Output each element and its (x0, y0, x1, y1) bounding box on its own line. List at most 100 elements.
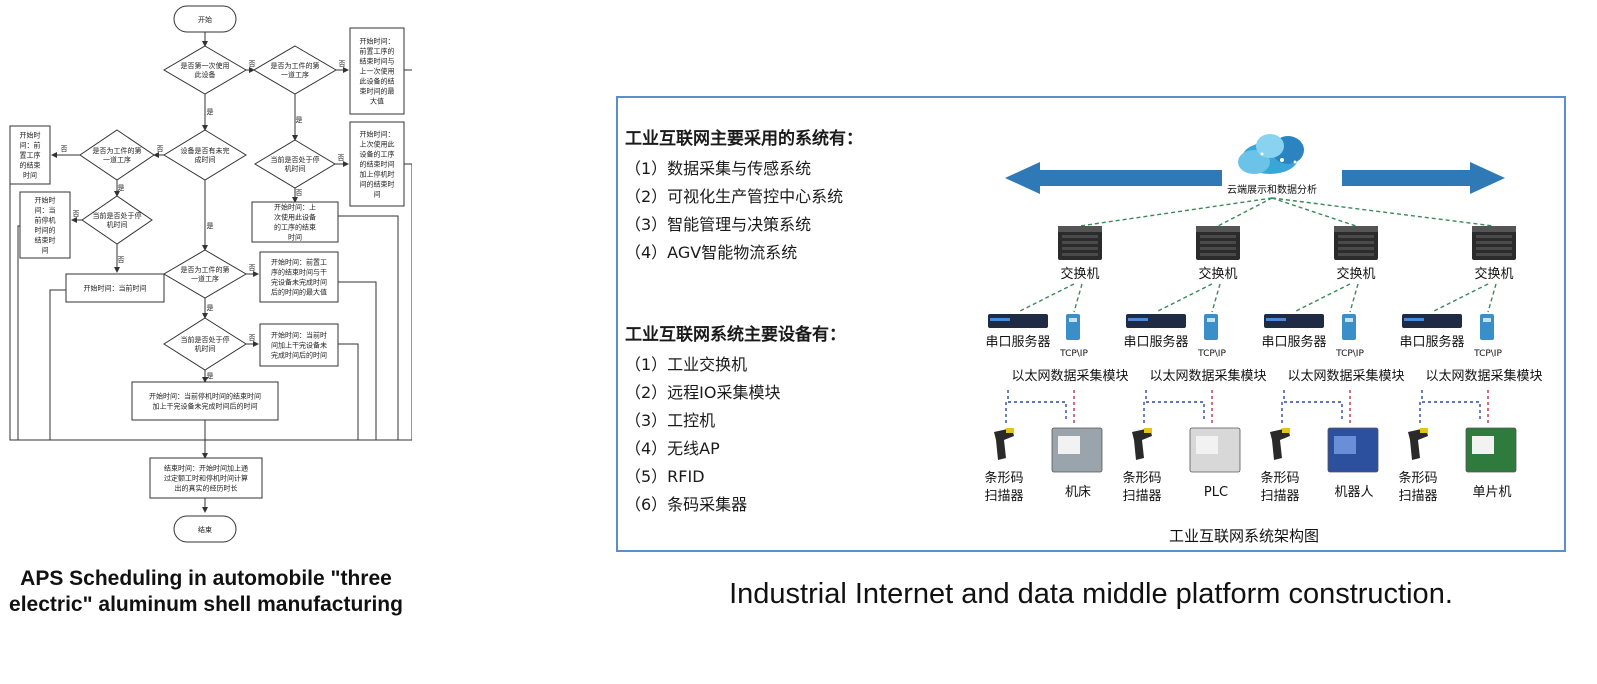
process-b-m3-text: 加上干完设备未完成时间后的时间 (153, 402, 258, 411)
box-m2 (259, 323, 339, 367)
decision-d7-text: 一道工序 (191, 274, 219, 283)
process-b-r1-text: 开始时间： (360, 37, 395, 46)
box-r1 (349, 27, 405, 115)
start-label: 开始 (198, 15, 212, 24)
process-b-r1-text: 前置工序的 (360, 47, 395, 56)
process-b-l2-text: 开始时 (35, 196, 56, 205)
process-b-l1-text: 的结束 (20, 161, 41, 170)
decision-d3 (163, 129, 247, 181)
device-item: （3）工控机 (625, 411, 716, 430)
process-b-l1-text: 时间 (23, 171, 37, 180)
process-b-r2-text: 开始时间： (360, 130, 395, 139)
system-item: （1）数据采集与传感系统 (625, 159, 812, 178)
no-label: 否 (118, 256, 125, 264)
process-b-l1-text: 开始时 (20, 131, 41, 140)
process-b-r2-text: 间 (374, 191, 381, 199)
process-b-m1-text: 开始时间：前置工 (271, 258, 327, 267)
box-m3 (131, 381, 279, 421)
no-label: 否 (339, 60, 346, 68)
systems-heading: 工业互联网主要采用的系统有： (625, 129, 863, 149)
box-r3 (251, 201, 339, 243)
no-label: 否 (157, 145, 164, 153)
process-b-m3-text: 开始时间：当前停机时间的结束时间 (149, 392, 261, 401)
box-end (149, 457, 263, 499)
decision-d8-text: 机时间 (195, 344, 216, 353)
process-b-r1-text: 结束时间与 (360, 57, 395, 66)
yes-label: 是 (207, 222, 214, 230)
decision-d4-text: 一道工序 (103, 155, 131, 164)
process-b-l2-text: 时间的 (35, 226, 56, 235)
decision-d2-text: 一道工序 (281, 70, 309, 79)
no-label: 否 (249, 264, 256, 272)
process-b-r1-text: 此设备的结 (360, 77, 395, 86)
system-item: （2）可视化生产管控中心系统 (625, 187, 844, 206)
process-b-m2-text: 间加上干完设备未 (271, 341, 327, 350)
process-b-m2-text: 完成时间后的时间 (271, 351, 327, 360)
yes-label: 是 (207, 372, 214, 380)
process-b-r3-text: 的工序的结束 (274, 223, 316, 232)
end-terminal (173, 515, 237, 543)
decision-d1 (163, 45, 247, 95)
process-b-r2-text: 间的结束时 (360, 180, 395, 189)
decision-d6 (81, 195, 153, 245)
decision-d1-text: 此设备 (195, 70, 216, 79)
process-b-r2-text: 上次使用此 (360, 140, 395, 149)
aps-flowchart: 开始 结束 是否第一次使用此设备是否为工件的第一道工序设备是否有未完成时间是否为… (9, 5, 412, 543)
end-label: 结束 (198, 525, 212, 534)
process-b-end-text: 出的真实的经历时长 (175, 484, 238, 493)
process-b-end-text: 结束时间：开始时间加上通 (164, 464, 248, 473)
decision-d3-text: 成时间 (195, 155, 216, 164)
decision-d6-text: 机时间 (107, 220, 128, 229)
decision-d4-text: 是否为工件的第 (93, 146, 142, 155)
process-b-l2-text: 间 (42, 247, 49, 255)
yes-label: 是 (207, 304, 214, 312)
process-b-r1-text: 大值 (370, 97, 384, 106)
no-label: 否 (61, 145, 68, 153)
decision-d4 (79, 129, 155, 181)
process-b-l2-text: 结束时 (35, 236, 56, 245)
caption-left: APS Scheduling in automobile "three elec… (9, 567, 403, 616)
device-item: （5）RFID (625, 467, 705, 486)
yes-label: 是 (207, 108, 214, 116)
process-b-r3-text: 时间 (288, 233, 302, 242)
box-m1 (259, 251, 339, 303)
process-b-m1-text: 完设备未完成时间 (271, 278, 327, 287)
device-item: （1）工业交换机 (625, 355, 748, 374)
no-label: 否 (249, 334, 256, 342)
system-item: （3）智能管理与决策系统 (625, 215, 812, 234)
process-b-l1-text: 间：前 (20, 141, 41, 150)
decision-d5-text: 机时间 (285, 164, 306, 173)
decision-d7-text: 是否为工件的第 (181, 265, 230, 274)
yes-label: 是 (118, 184, 125, 192)
decision-d8-text: 当前是否处于停 (181, 335, 230, 344)
device-item: （4）无线AP (625, 439, 720, 458)
process-b-end-text: 过定额工时和停机时间计算 (164, 474, 248, 483)
caption-right: Industrial Internet and data middle plat… (729, 578, 1453, 610)
decision-d2 (253, 45, 337, 95)
system-item: （4）AGV智能物流系统 (625, 243, 798, 262)
decision-d2-text: 是否为工件的第 (271, 61, 320, 70)
process-b-r1-text: 束时间的最 (360, 87, 395, 96)
no-label: 否 (249, 60, 256, 68)
box-l3 (65, 273, 165, 303)
process-b-r3-text: 次使用此设备 (274, 213, 316, 222)
decision-d6-text: 当前是否处于停 (93, 211, 142, 220)
box-r2 (349, 121, 405, 207)
process-b-r2-text: 加上停机时 (360, 170, 395, 179)
devices-heading: 工业互联网系统主要设备有： (625, 325, 846, 345)
process-b-m2-text: 开始时间：当前时 (271, 331, 327, 340)
process-b-m1-text: 后的时间的最大值 (271, 288, 327, 297)
decision-d1-text: 是否第一次使用 (181, 61, 230, 70)
decision-d8 (163, 317, 247, 371)
box-l1 (9, 125, 51, 185)
process-b-r3-text: 开始时间：上 (274, 203, 316, 212)
device-item: （6）条码采集器 (625, 495, 748, 514)
decision-d7 (163, 249, 247, 299)
process-b-l3-text: 开始时间：当前时间 (84, 284, 147, 293)
box-l2 (19, 191, 71, 259)
no-label: 否 (73, 210, 80, 218)
no-label: 否 (338, 154, 345, 162)
process-b-l2-text: 前停机 (35, 216, 56, 225)
process-b-r2-text: 设备的工序 (360, 150, 395, 159)
process-b-l2-text: 间：当 (35, 206, 56, 215)
